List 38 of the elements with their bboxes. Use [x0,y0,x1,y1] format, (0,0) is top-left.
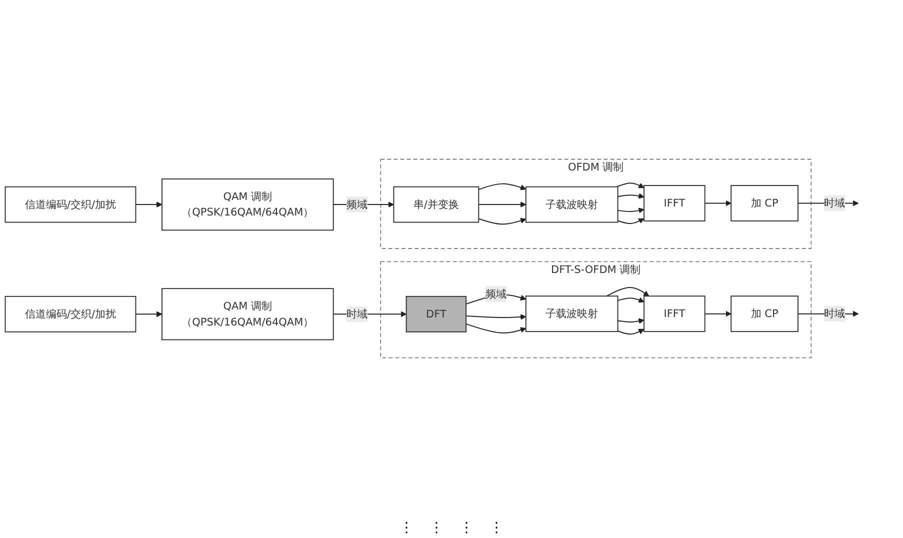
node-box: 加 CP [730,185,798,222]
node-box: IFFT [644,296,706,332]
edge-label: 时域 [824,308,846,320]
ellipsis-mark: ⋮ [430,520,444,536]
edge-label: 时域 [346,308,368,321]
edge-label: 频域 [346,198,368,211]
arrow [135,312,162,318]
arrow [617,318,644,324]
arrow [704,200,732,207]
ellipsis-mark: ⋮ [460,520,474,536]
arrow [704,311,732,318]
arrow [478,202,526,208]
arrow [466,314,526,320]
node-box: 信道编码/交织/加扰 [4,296,136,333]
arrow [616,183,644,189]
node-box: 串/并变换 [393,186,480,224]
node-box: 加 CP [730,296,798,332]
node-box: 信道编码/交织/加扰 [4,186,136,224]
node-box: QAM 调制 （QPSK/16QAM/64QAM） [161,288,334,341]
node-box: 子载波映射 [525,296,618,332]
arrow [617,194,644,200]
ellipsis-mark: ⋮ [400,520,414,536]
node-box: IFFT [644,185,706,222]
arrow [606,288,650,298]
arrow [617,218,644,224]
arrow [135,202,162,208]
arrow [617,329,644,336]
arrow [617,298,644,304]
node-box: DFT [406,296,467,333]
edge-label: 时域 [824,197,846,210]
arrow [466,324,526,334]
arrow [478,218,526,226]
arrow [478,184,526,191]
arrow [617,208,644,214]
node-box: 子载波映射 [525,186,618,224]
edge-label: 频域 [485,288,506,300]
ellipsis-mark: ⋮ [490,520,504,536]
node-box: QAM 调制 （QPSK/16QAM/64QAM） [161,178,334,232]
